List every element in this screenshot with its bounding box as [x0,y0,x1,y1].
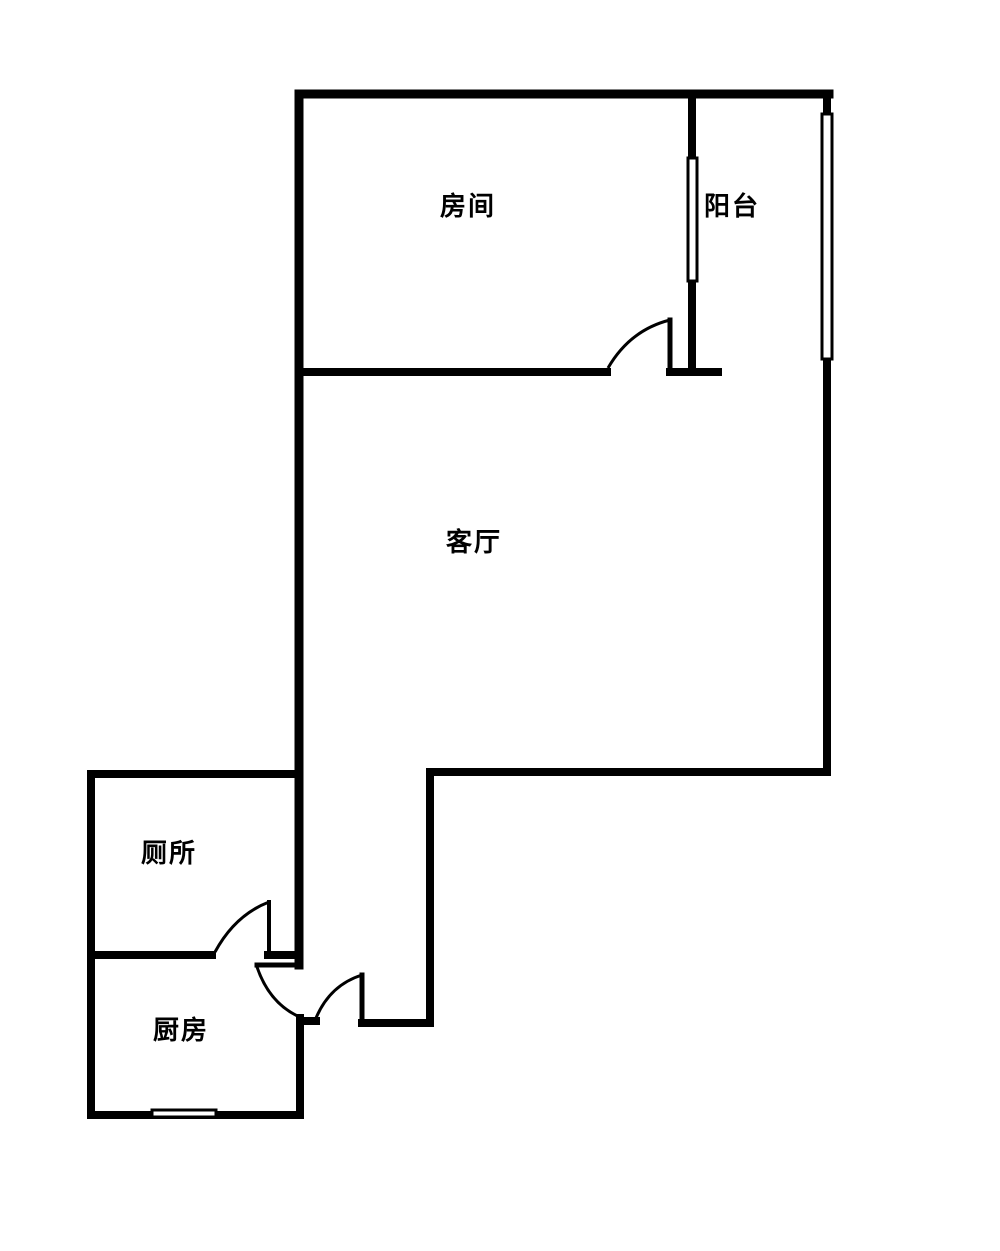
door-arc-kitchen [255,966,303,1020]
room-label-bedroom: 房间 [440,192,497,222]
door-arc-toilet [213,900,270,953]
room-label-living-room: 客厅 [446,528,503,558]
window-kitchen [150,1108,218,1119]
room-label-kitchen: 厨房 [153,1016,210,1046]
door-arc-bedroom [606,318,671,369]
door-arc-entrance [314,973,363,1019]
window-balcony-outer [820,112,834,361]
room-label-balcony: 阳台 [704,192,761,222]
window-balcony-inner [686,156,699,283]
room-label-toilet: 厕所 [141,839,198,869]
